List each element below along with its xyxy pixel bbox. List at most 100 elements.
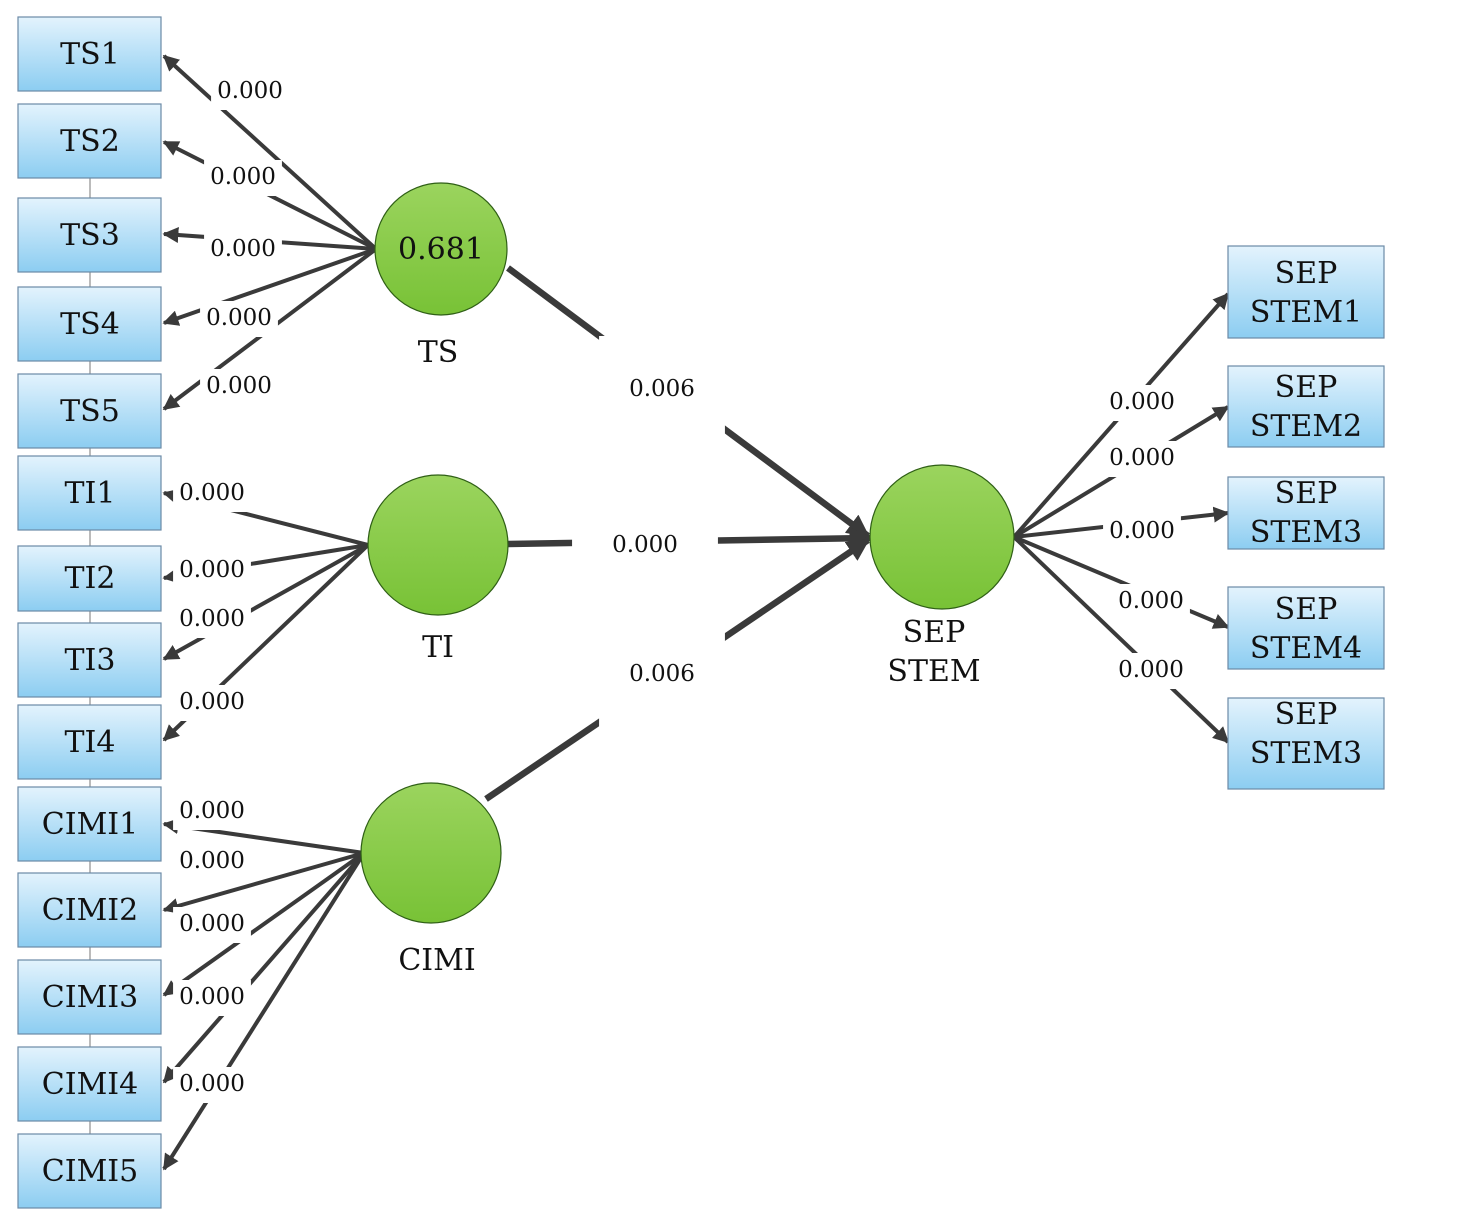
- loading-cimi3-bg: [173, 907, 251, 943]
- loading-ti3-bg: [173, 602, 251, 638]
- latent-ti[interactable]: [367, 474, 509, 616]
- loading-cimi2: 0.000: [179, 848, 245, 874]
- indicator-ti4-label: TI4: [65, 725, 116, 760]
- edges: [162, 54, 1230, 1171]
- indicator-cimi4[interactable]: CIMI4: [17, 1046, 162, 1122]
- indicator-sep-stem2[interactable]: SEP STEM2: [1227, 365, 1385, 448]
- loading-sep-stem2-bg: [1103, 441, 1181, 477]
- loading-ti4-bg: [173, 685, 251, 721]
- loading-ts1: 0.000: [217, 78, 283, 104]
- indicator-cimi2-label: CIMI2: [42, 893, 138, 928]
- indicator-sep-stem1[interactable]: SEP STEM1: [1227, 245, 1385, 339]
- latent-sep-stem[interactable]: [869, 464, 1015, 610]
- indicator-cimi1[interactable]: CIMI1: [17, 786, 162, 862]
- loading-ti4: 0.000: [179, 689, 245, 715]
- indicator-ts3-label: TS3: [60, 218, 120, 253]
- indicator-ts1[interactable]: TS1: [17, 16, 162, 92]
- edge-ti-ti3: [162, 543, 369, 661]
- latent-ts-r2: 0.681: [398, 232, 484, 267]
- indicator-ts3[interactable]: TS3: [17, 197, 162, 273]
- loading-cimi5-bg: [173, 1067, 251, 1103]
- indicator-ts2[interactable]: TS2: [17, 103, 162, 179]
- loading-ts3-bg: [204, 232, 282, 268]
- indicator-sep-stem4-line1: SEP: [1275, 592, 1338, 627]
- edge-ts-ts4: [162, 247, 377, 326]
- loading-sep-stem5: 0.000: [1118, 657, 1184, 683]
- indicator-sep-stem1-line1: SEP: [1275, 256, 1338, 291]
- loading-ts4-bg: [200, 301, 278, 337]
- loading-sep-stem4-bg: [1112, 584, 1190, 620]
- path-cimi-to-sep-stem: 0.006: [629, 661, 695, 687]
- indicator-sep-stem3-line2: STEM3: [1250, 515, 1362, 550]
- loading-cimi1-bg: [173, 794, 251, 830]
- indicator-sep-stem5-line2: STEM3: [1250, 736, 1362, 771]
- indicator-ts1-label: TS1: [60, 37, 120, 72]
- indicator-sep-stem1-line2: STEM1: [1250, 295, 1362, 330]
- indicator-ti4[interactable]: TI4: [17, 704, 162, 780]
- indicator-ts2-label: TS2: [60, 124, 120, 159]
- indicator-ti2[interactable]: TI2: [17, 545, 162, 612]
- indicator-cimi5-label: CIMI5: [42, 1154, 138, 1189]
- edge-cimi-cimi5: [162, 851, 366, 1171]
- indicator-cimi5[interactable]: CIMI5: [17, 1133, 162, 1209]
- indicator-sep-stem4-line2: STEM4: [1250, 631, 1362, 666]
- indicator-cimi2[interactable]: CIMI2: [17, 872, 162, 948]
- loading-sep-stem4: 0.000: [1118, 588, 1184, 614]
- latent-ts-label: TS: [418, 335, 459, 370]
- indicator-ts5[interactable]: TS5: [17, 373, 162, 449]
- loading-ts3: 0.000: [210, 236, 276, 262]
- indicator-cimi1-label: CIMI1: [42, 807, 138, 842]
- indicator-sep-stem5-line1: SEP: [1275, 697, 1338, 732]
- indicator-sep-stem3[interactable]: SEP STEM3: [1227, 476, 1385, 550]
- indicator-ts5-label: TS5: [60, 394, 120, 429]
- latent-ts[interactable]: 0.681: [374, 182, 508, 316]
- loading-ts5: 0.000: [206, 373, 272, 399]
- loading-cimi2-bg: [173, 844, 251, 880]
- latent-ti-label: TI: [422, 630, 454, 665]
- loading-cimi5: 0.000: [179, 1071, 245, 1097]
- loading-ti2-bg: [173, 553, 251, 589]
- loading-ts2: 0.000: [210, 164, 276, 190]
- loading-ts1-bg: [211, 74, 289, 110]
- indicator-ti3[interactable]: TI3: [17, 622, 162, 698]
- edge-cimi-cimi4: [162, 851, 366, 1084]
- latent-cimi-label: CIMI: [398, 943, 475, 978]
- loading-cimi1: 0.000: [179, 798, 245, 824]
- indicator-ts4[interactable]: TS4: [17, 286, 162, 362]
- indicator-sep-stem5[interactable]: SEP STEM3: [1227, 697, 1385, 790]
- loading-cimi3: 0.000: [179, 911, 245, 937]
- indicator-cimi3-label: CIMI3: [42, 980, 138, 1015]
- indicator-ts4-label: TS4: [60, 307, 120, 342]
- indicator-cimi4-label: CIMI4: [42, 1067, 138, 1102]
- loading-ti1: 0.000: [179, 480, 245, 506]
- edge-ts-ts1: [162, 54, 378, 251]
- loading-sep-stem3: 0.000: [1109, 518, 1175, 544]
- loading-sep-stem5-bg: [1112, 653, 1190, 689]
- edge-cimi-cimi3: [162, 851, 366, 997]
- indicator-sep-stem2-line2: STEM2: [1250, 409, 1362, 444]
- indicator-ti2-label: TI2: [65, 561, 116, 596]
- loading-sep-stem2: 0.000: [1109, 445, 1175, 471]
- loading-cimi4-bg: [173, 980, 251, 1016]
- path-ti-to-sep-stem-gap: [572, 520, 718, 570]
- loading-ts2-bg: [204, 160, 282, 196]
- latent-cimi[interactable]: [360, 782, 502, 924]
- latent-sep-stem-label-line2: STEM: [887, 654, 980, 689]
- edge-sep-stem4: [1013, 535, 1230, 629]
- latent-sep-stem-label-line1: SEP: [903, 615, 966, 650]
- edge-cimi-cimi2: [162, 851, 365, 914]
- path-cimi-to-sep-stem-gap: [599, 621, 725, 727]
- path-ti-to-sep-stem: 0.000: [612, 532, 678, 558]
- loading-sep-stem1: 0.000: [1109, 389, 1175, 415]
- indicator-ti1[interactable]: TI1: [17, 455, 162, 531]
- indicator-ti3-label: TI3: [65, 643, 116, 678]
- edge-sep-stem5: [1012, 535, 1230, 744]
- path-ts-to-sep-stem-gap: [599, 336, 725, 442]
- loading-ti3: 0.000: [179, 606, 245, 632]
- indicator-ti1-label: TI1: [65, 476, 116, 511]
- indicator-cimi3[interactable]: CIMI3: [17, 959, 162, 1035]
- loading-ti1-bg: [173, 476, 251, 512]
- indicator-sep-stem2-line1: SEP: [1275, 370, 1338, 405]
- indicator-sep-stem4[interactable]: SEP STEM4: [1227, 586, 1385, 670]
